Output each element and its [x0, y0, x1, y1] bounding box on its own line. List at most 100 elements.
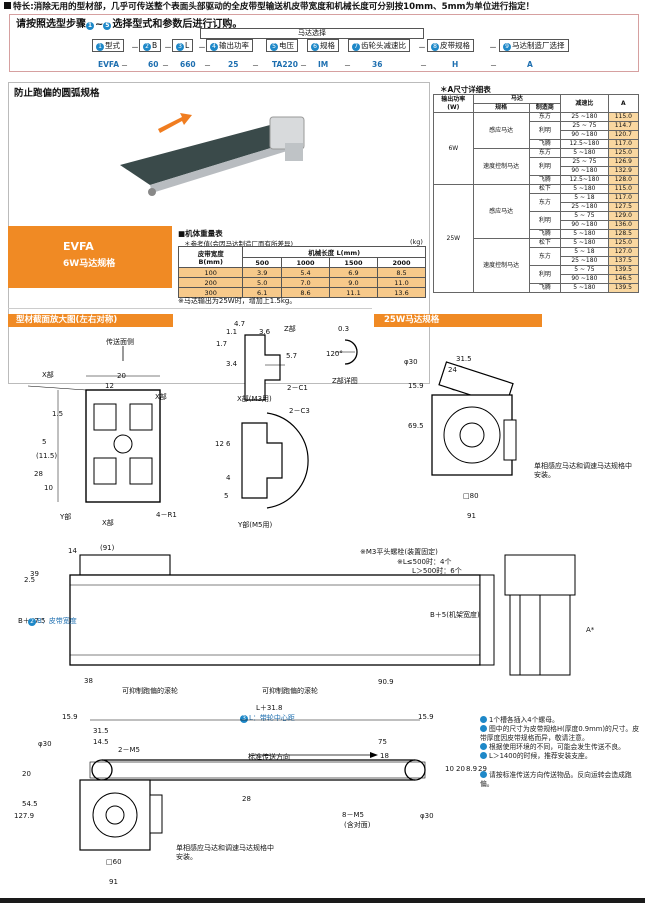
at-spec: 速度控制马达	[472, 238, 530, 293]
code-dash: －	[490, 62, 497, 70]
step-code-7: 36	[372, 60, 383, 69]
x-detail-drawing	[244, 334, 285, 401]
step-num-icon: 5	[270, 43, 278, 51]
note-text: 根据使用环境的不同，可能会发生传送不良。	[489, 743, 625, 751]
at-a: 115.0	[607, 184, 640, 194]
x-part-label-3: X部	[102, 519, 114, 527]
step-num-icon: 2	[28, 618, 36, 626]
dim-sq80: □80	[463, 492, 479, 500]
step-code-5: TA220	[272, 60, 298, 69]
at-ratio: 12.5~180	[560, 139, 609, 149]
motor-25w-drawing	[431, 361, 517, 476]
step-num-icon: 2	[143, 43, 151, 51]
at-spec: 速度控制马达	[472, 148, 530, 185]
at-power: 25W	[433, 184, 474, 293]
dim-91: 91	[467, 512, 476, 520]
weight-table-title: ■机体重量表	[178, 229, 223, 238]
at-ratio: 5 ~180	[560, 184, 609, 194]
dim-14-5: 14.5	[93, 738, 109, 746]
step-label: 齿轮头减速比	[361, 41, 406, 50]
wt-head-b2: B(mm)	[198, 258, 223, 266]
at-a: 129.0	[607, 211, 640, 221]
dim-6: 6	[226, 440, 231, 448]
dim-10: 10	[44, 484, 53, 492]
dim-20-side: 20	[22, 770, 31, 778]
at-a: 139.5	[607, 265, 640, 275]
dim-l31-8: L＋31.8	[256, 704, 283, 712]
at-a: 114.7	[607, 121, 640, 131]
dash: －	[418, 43, 426, 52]
info-icon	[480, 752, 487, 759]
conveyor-photo	[120, 113, 305, 196]
code-dash: －	[162, 62, 169, 70]
dim-2-5: 2.5	[24, 576, 36, 584]
info-icon	[480, 725, 487, 732]
at-maker: 松下	[528, 238, 562, 248]
transport-side-label: 传送面侧	[106, 338, 134, 346]
note-item: 根据使用环境的不同，可能会发生传送不良。	[480, 743, 640, 752]
roller-label-1: 可抑制跑偏的滚轮	[122, 687, 178, 695]
z-detail-drawing	[335, 339, 358, 365]
dim-29: 29	[478, 765, 487, 773]
wt-cell: 8.6	[281, 287, 330, 298]
dim-a-star: A*	[586, 626, 595, 634]
at-maker: 东方	[528, 193, 562, 212]
step-num-icon: 4	[210, 43, 218, 51]
dim-69-5: 69.5	[408, 422, 424, 430]
at-ratio: 90 ~180	[560, 220, 609, 230]
model-code: EVFA	[63, 240, 94, 253]
dim-31-5-side: 31.5	[93, 727, 109, 735]
feature-line: 特长:消除无用的型材部，几乎可传送整个表面头部驱动的全皮带型输送机皮带宽度和机械…	[4, 2, 642, 13]
wt-cell: 6.9	[328, 267, 378, 278]
at-maker: 利明	[528, 157, 562, 176]
at-maker: 东方	[528, 247, 562, 266]
dim-3-4: 3.4	[226, 360, 238, 368]
at-a: 136.0	[607, 220, 640, 230]
motor-select-label: 马达选择	[200, 28, 424, 39]
bottom-bar	[0, 898, 645, 903]
profile-drawing	[28, 346, 161, 503]
info-icon	[480, 743, 487, 750]
model-sub: 6W马达规格	[63, 259, 116, 269]
at-h-power-unit: (W)	[447, 103, 460, 111]
dim-4: 4	[226, 474, 231, 482]
dim-12: 12	[105, 382, 114, 390]
m3-note: ※M3平头螺栓(装置固定)	[360, 548, 438, 556]
x-part-label-2: X部	[155, 393, 167, 401]
step-label: 规格	[320, 41, 335, 50]
note-text: 图中的尺寸为皮带规格H(厚度0.9mm)的尺寸。皮带厚度因皮带规格而异，敬请注意…	[480, 725, 640, 742]
at-h-ratio: 减速比	[560, 94, 609, 113]
dim-11-5: (11.5)	[36, 452, 58, 460]
at-h-motor: 马达	[472, 94, 562, 104]
l500-a: ※L≤500时：4个	[397, 558, 452, 566]
step-code-4: 25	[228, 60, 239, 69]
y-part-m5-label: Y部(M5用)	[238, 521, 273, 529]
dim-5-7: 5.7	[286, 352, 298, 360]
dash: －	[164, 43, 172, 52]
at-ratio: 25 ~180	[560, 202, 609, 212]
order-title-tilde: ~	[95, 19, 104, 30]
step-label: B	[152, 41, 158, 50]
dim-phi30: φ30	[404, 358, 418, 366]
at-h-maker: 制造商	[528, 103, 562, 113]
step-code-3: 660	[180, 60, 196, 69]
